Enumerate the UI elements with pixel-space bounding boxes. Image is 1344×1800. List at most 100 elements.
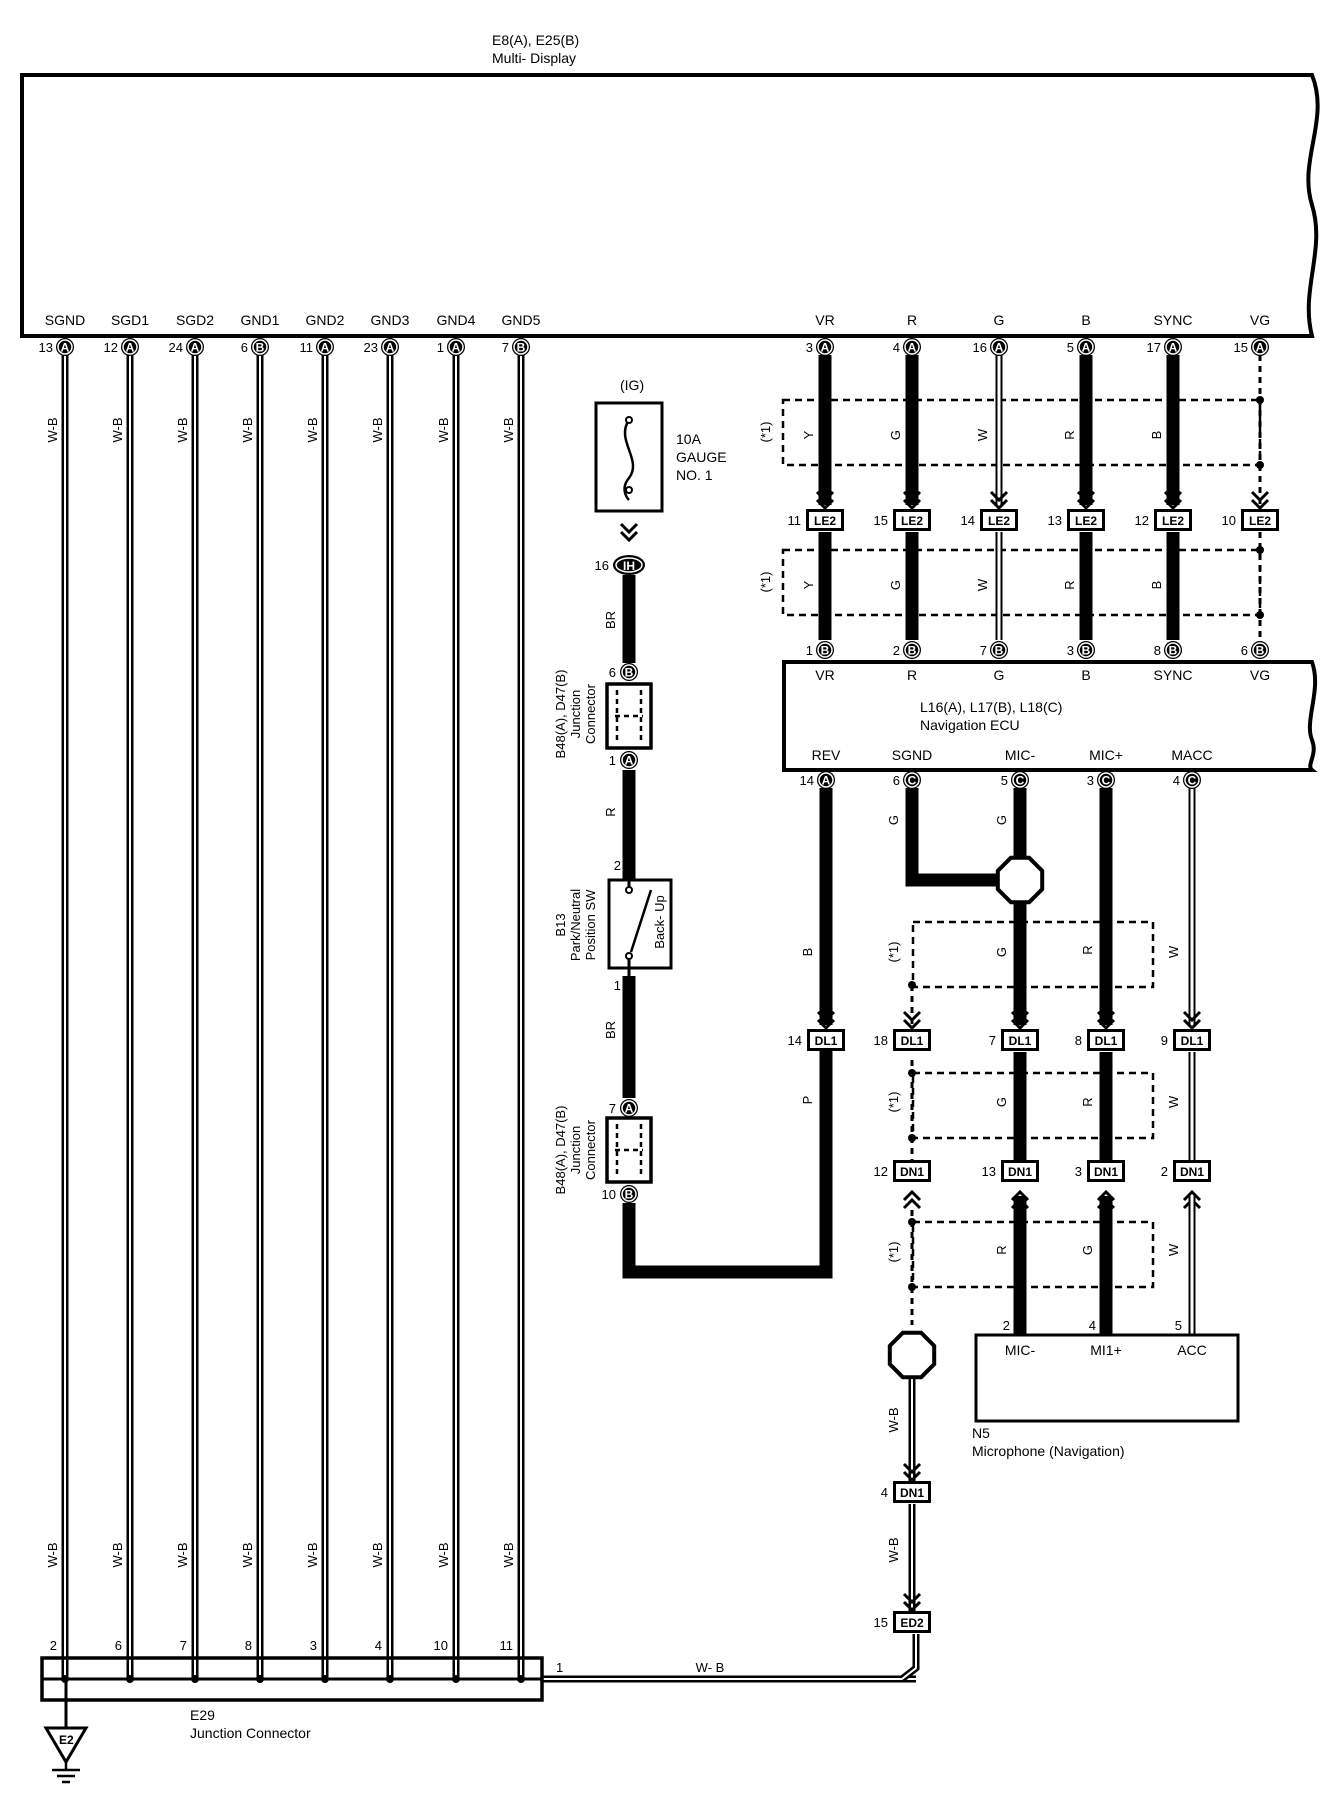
e29-title: E29 [190, 1707, 215, 1723]
connector-sgd1-letter: A [126, 341, 135, 355]
pnp-switch-body [607, 878, 673, 970]
ecu-bottom-connector-1-circle [904, 772, 920, 788]
jc-top-upper-circle [621, 664, 637, 680]
connector-gnd3-letter: A [386, 341, 395, 355]
le2-pin-vg: 10 [1222, 513, 1236, 528]
pin-name-gnd2: GND2 [306, 312, 345, 328]
jc-bot-upper-letter: A [625, 1102, 634, 1116]
arrow-sync-b [1163, 490, 1183, 503]
wire-color-lower: W-B [240, 1542, 255, 1567]
pin-name-sync: SYNC [1154, 312, 1193, 328]
junction-connector-e29: E29 Junction Connector [40, 1656, 544, 1741]
splice-dot [908, 1069, 916, 1077]
wire-rev-color: B [800, 948, 815, 957]
ed2-box-box-inner [896, 1614, 928, 1630]
shield-dot [1256, 546, 1264, 554]
ih-connector-inner [615, 557, 643, 573]
dn1-1-text: DN1 [1008, 1165, 1032, 1179]
jc-top-lower-pin: 1 [609, 753, 616, 768]
nav-ecu-title: L16(A), L17(B), L18(C) [920, 699, 1062, 715]
ecu-bottom-connector-0-letter: A [822, 774, 831, 788]
jc-bot-lower-circle [621, 1186, 637, 1202]
arrow-dl1-4-b [1182, 1010, 1202, 1023]
mic-pin-name-0: MIC- [1005, 1342, 1036, 1358]
wire-macc-w-mid: W [1166, 1095, 1181, 1108]
wire-r-color: R [603, 807, 618, 816]
arrow-shield-b [902, 1010, 922, 1023]
junction-pin-number: 11 [500, 1638, 514, 1653]
le2-sync-box-inner [1157, 512, 1189, 528]
pnp-line3: Position SW [583, 889, 598, 961]
shield-note-mic-3: (*1) [886, 1242, 901, 1263]
arrow-shield-a [902, 1018, 922, 1031]
wire-wb-color-2: W-B [886, 1537, 901, 1562]
pin-number-gnd3: 23 [364, 340, 378, 355]
jc-bot-lower-letter: B [625, 1188, 634, 1202]
dl1-1-text: DL1 [901, 1034, 924, 1048]
wire-color-upper: W-B [501, 417, 516, 442]
pin-number-r: 4 [893, 340, 900, 355]
connector-sync-circle [1165, 339, 1181, 355]
wire-br-lower-color: BR [603, 1021, 618, 1039]
arrow-dn1-0-a [902, 1189, 922, 1202]
dn1-2-text: DN1 [1094, 1165, 1118, 1179]
ecu-bottom-connector-0-circle [818, 772, 834, 788]
wire-wb-color-1: W-B [886, 1407, 901, 1432]
wire-color-upper: W-B [370, 417, 385, 442]
jc-bot-upper-pin: 7 [609, 1101, 616, 1116]
wire-color-lower: Y [801, 580, 816, 589]
fuse-number: NO. 1 [676, 467, 713, 483]
ecu-bottom-connector-2-letter: C [1016, 774, 1025, 788]
arrow-dl1-4-a [1182, 1018, 1202, 1031]
microphone-title: N5 [972, 1425, 990, 1441]
connector-gnd4-letter: A [452, 341, 461, 355]
microphone-subtitle: Microphone (Navigation) [972, 1443, 1125, 1459]
wire-color-upper: W-B [175, 417, 190, 442]
le2-r-text: LE2 [901, 514, 923, 528]
connector-sgnd-circle [57, 339, 73, 355]
connector-r-letter: A [908, 341, 917, 355]
pnp-label: Back- Up [652, 895, 667, 948]
ecu-pin-name-r: R [907, 667, 917, 683]
shield-ground-upper [995, 855, 1045, 905]
dn1-0-box-inner [896, 1163, 928, 1179]
ecu-bottom-name-rev: REV [812, 747, 841, 763]
le2-vg-text: LE2 [1249, 514, 1271, 528]
junction-pin-number: 10 [434, 1638, 448, 1653]
mic-pin-name-1: MI1+ [1090, 1342, 1122, 1358]
wire-mic-g-color-2: G [994, 947, 1009, 957]
arrow-dn1-3-a [1182, 1189, 1202, 1202]
ecu-bottom-connector-3-letter: C [1102, 774, 1111, 788]
ecu-connector-r-letter: B [908, 644, 917, 658]
connector-sgd1-circle [122, 339, 138, 355]
wire-color-lower: W-B [501, 1542, 516, 1567]
ecu-pin-name-g: G [994, 667, 1005, 683]
ground-wires: SGNDA13W-BW-B2SGD1A12W-BW-B6SGD2A24W-BW-… [39, 312, 916, 1683]
arrow-r-b [902, 490, 922, 503]
ecu-connector-r-circle [904, 642, 920, 658]
le2-g-text: LE2 [988, 514, 1010, 528]
connector-r-circle [904, 339, 920, 355]
wire-color-lower: W-B [45, 1542, 60, 1567]
dn1-0-text: DN1 [900, 1165, 924, 1179]
dl1-2-box-inner [1004, 1032, 1036, 1048]
pin-number-gnd1: 6 [241, 340, 248, 355]
ecu-bottom-pin-2: 5 [1001, 773, 1008, 788]
pnp-pin-bottom: 1 [614, 978, 621, 993]
splice-dot [908, 1283, 916, 1291]
ecu-connector-vr-letter: B [821, 644, 830, 658]
arrow-vr-a [815, 498, 835, 511]
ecu-connector-vg-circle [1252, 642, 1268, 658]
connector-sync-letter: A [1169, 341, 1178, 355]
jc-top-lower-letter: A [625, 754, 634, 768]
wire-color-upper: W-B [240, 417, 255, 442]
pnp-contact [625, 952, 633, 960]
arrow-rev-b [816, 1010, 836, 1023]
pin-name-sgnd: SGND [45, 312, 85, 328]
wire-dn-g: G [1080, 1245, 1095, 1255]
